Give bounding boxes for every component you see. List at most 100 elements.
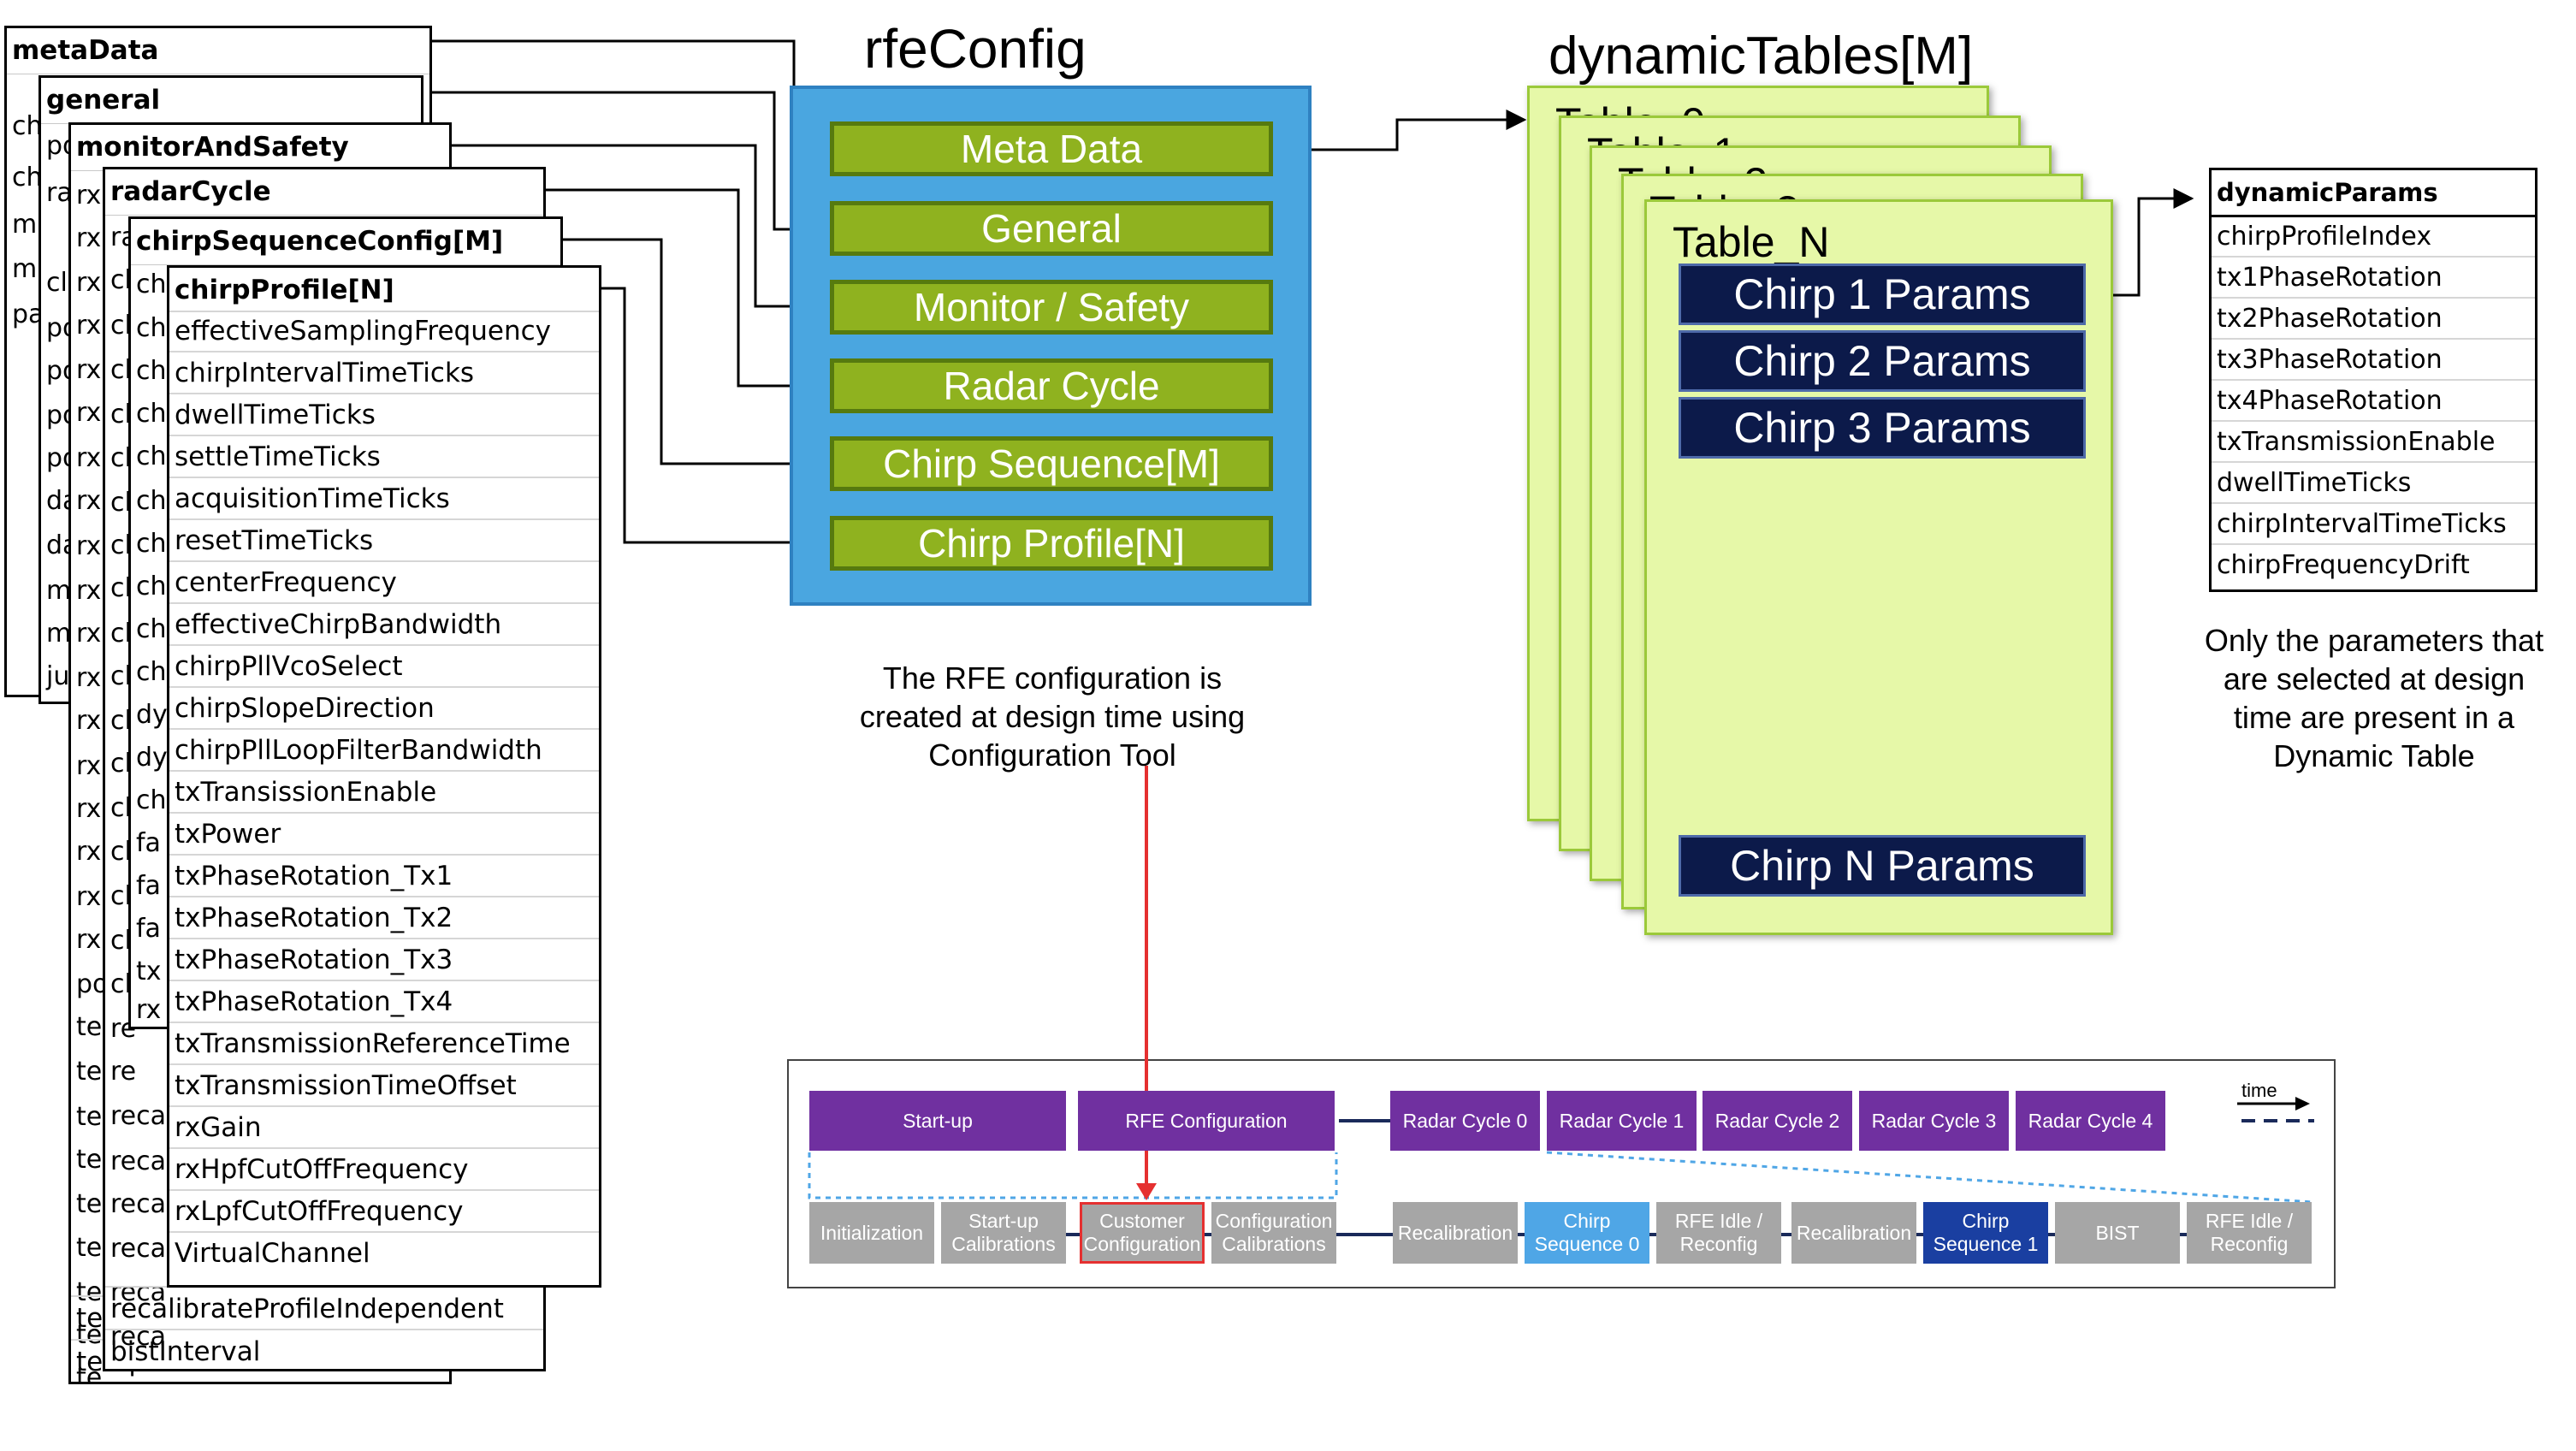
peek-text: cl	[110, 837, 132, 867]
param-row: VirtualChannel	[175, 1238, 370, 1269]
param-row: centerFrequency	[169, 562, 599, 604]
card-title: monitorAndSafety	[76, 132, 349, 163]
param-row: tx4PhaseRotation	[2212, 381, 2535, 422]
timeline-radar-cycle-1[interactable]: Radar Cycle 1	[1547, 1091, 1697, 1151]
peek-text: tx	[136, 956, 162, 986]
table-label: Table_N	[1673, 218, 1830, 266]
chirp-params-1[interactable]: Chirp 1 Params	[1679, 264, 2086, 325]
rfe-config-title: rfeConfig	[864, 18, 1087, 80]
peek-text: reca	[110, 1234, 167, 1264]
peek-text: ch	[136, 486, 167, 516]
dynamic-tables-title: dynamicTables[M]	[1549, 27, 1974, 86]
peek-text: rx	[76, 751, 102, 781]
timeline-customer-configuration[interactable]: Customer Configuration	[1080, 1202, 1205, 1264]
rfe-button-radar-cycle[interactable]: Radar Cycle	[830, 358, 1273, 413]
timeline-rfe-idle-1[interactable]: RFE Idle / Reconfig	[1656, 1202, 1781, 1264]
peek-text: reca	[110, 1101, 167, 1131]
param-row: txPhaseRotation_Tx4	[169, 981, 599, 1023]
peek-text: ch	[136, 441, 167, 471]
rfe-button-chirp-profile[interactable]: Chirp Profile[N]	[830, 516, 1273, 571]
timeline-rfe-configuration[interactable]: RFE Configuration	[1078, 1091, 1335, 1151]
timeline-configuration-calibrations[interactable]: Configuration Calibrations	[1211, 1202, 1336, 1264]
param-row: bistInterval	[105, 1329, 543, 1369]
param-row: chirpPllLoopFilterBandwidth	[169, 730, 599, 772]
peek-text: rx	[76, 576, 102, 606]
peek-text: te	[76, 1189, 103, 1219]
timeline-rfe-idle-2[interactable]: RFE Idle / Reconfig	[2187, 1202, 2312, 1264]
peek-text: rx	[76, 443, 102, 473]
note-line: Dynamic Table	[2273, 738, 2475, 773]
peek-text: dy	[136, 700, 168, 730]
card-title: general	[46, 85, 161, 115]
peek-text: rx	[76, 619, 102, 649]
chirp-params-n[interactable]: Chirp N Params	[1679, 835, 2086, 897]
peek-text: ch	[136, 399, 167, 429]
card-title: chirpProfile[N]	[175, 275, 394, 305]
note-line: Only the parameters that	[2204, 623, 2544, 658]
rfe-config-note: The RFE configuration is created at desi…	[821, 659, 1283, 774]
param-row: rxLpfCutOffFrequency	[169, 1191, 599, 1233]
chirp-params-2[interactable]: Chirp 2 Params	[1679, 330, 2086, 392]
timeline-radar-cycle-4[interactable]: Radar Cycle 4	[2016, 1091, 2165, 1151]
peek-text: cl	[110, 355, 132, 385]
peek-text: fa	[136, 828, 161, 858]
peek-text: cl	[110, 661, 132, 691]
peek-text: rx	[76, 837, 102, 867]
peek-text: ch	[12, 163, 43, 192]
peek-text: ch	[136, 269, 167, 299]
peek-text: reca	[110, 1277, 167, 1307]
peek-text: cl	[110, 311, 132, 341]
rfe-button-meta-data[interactable]: Meta Data	[830, 121, 1273, 176]
peek-text: ju	[46, 661, 70, 691]
note-line: time are present in a	[2233, 700, 2515, 735]
rfe-button-general[interactable]: General	[830, 201, 1273, 256]
peek-text: rx	[76, 268, 102, 298]
param-row: settleTimeTicks	[169, 436, 599, 478]
chirp-params-3[interactable]: Chirp 3 Params	[1679, 397, 2086, 459]
peek-text: cl	[110, 926, 132, 956]
peek-text: m	[12, 254, 38, 284]
peek-text: m	[46, 619, 72, 649]
timeline-initialization[interactable]: Initialization	[809, 1202, 934, 1264]
peek-text: rx	[76, 398, 102, 428]
peek-text: fa	[136, 914, 161, 944]
card-title: metaData	[12, 35, 159, 66]
timeline-recalibration-1[interactable]: Recalibration	[1393, 1202, 1518, 1264]
param-row: rxGain	[169, 1107, 599, 1149]
peek-text: te	[76, 1233, 103, 1263]
timeline-recalibration-2[interactable]: Recalibration	[1791, 1202, 1916, 1264]
peek-text: te	[76, 1057, 103, 1087]
timeline-radar-cycle-3[interactable]: Radar Cycle 3	[1859, 1091, 2009, 1151]
param-row: txPhaseRotation_Tx1	[169, 856, 599, 897]
timeline-startup-calibrations[interactable]: Start-up Calibrations	[941, 1202, 1066, 1264]
link-dynamic-tables	[1273, 110, 1527, 151]
param-row: tx1PhaseRotation	[2212, 258, 2535, 299]
param-row: effectiveChirpBandwidth	[169, 604, 599, 646]
timeline-bist[interactable]: BIST	[2055, 1202, 2180, 1264]
param-row: tx2PhaseRotation	[2212, 299, 2535, 340]
peek-text: rx	[76, 223, 102, 253]
peek-text: rx	[76, 531, 102, 561]
note-line: created at design time using	[859, 699, 1246, 734]
peek-text: reca	[110, 1322, 167, 1352]
timeline-startup[interactable]: Start-up	[809, 1091, 1066, 1151]
param-row: chirpIntervalTimeTicks	[169, 352, 599, 394]
param-row: chirpFrequencyDrift	[2217, 550, 2470, 580]
card-title: chirpSequenceConfig[M]	[136, 226, 504, 257]
time-label: time	[2241, 1080, 2277, 1101]
timeline-chirp-sequence-0[interactable]: Chirp Sequence 0	[1525, 1202, 1649, 1264]
peek-text: re	[110, 1057, 137, 1087]
param-row: txTransissionEnable	[169, 772, 599, 814]
timeline-radar-cycle-0[interactable]: Radar Cycle 0	[1390, 1091, 1540, 1151]
timeline-chirp-sequence-1[interactable]: Chirp Sequence 1	[1923, 1202, 2048, 1264]
peek-text: te	[76, 1012, 103, 1042]
peek-text: rx	[76, 486, 102, 516]
param-row: txPhaseRotation_Tx2	[169, 897, 599, 939]
peek-text: rx	[76, 925, 102, 955]
peek-text: rx	[76, 794, 102, 824]
rfe-button-chirp-sequence[interactable]: Chirp Sequence[M]	[830, 436, 1273, 491]
peek-text: cl	[110, 400, 132, 429]
timeline-radar-cycle-2[interactable]: Radar Cycle 2	[1703, 1091, 1852, 1151]
param-row: tx3PhaseRotation	[2212, 340, 2535, 381]
rfe-button-monitor-safety[interactable]: Monitor / Safety	[830, 280, 1273, 335]
